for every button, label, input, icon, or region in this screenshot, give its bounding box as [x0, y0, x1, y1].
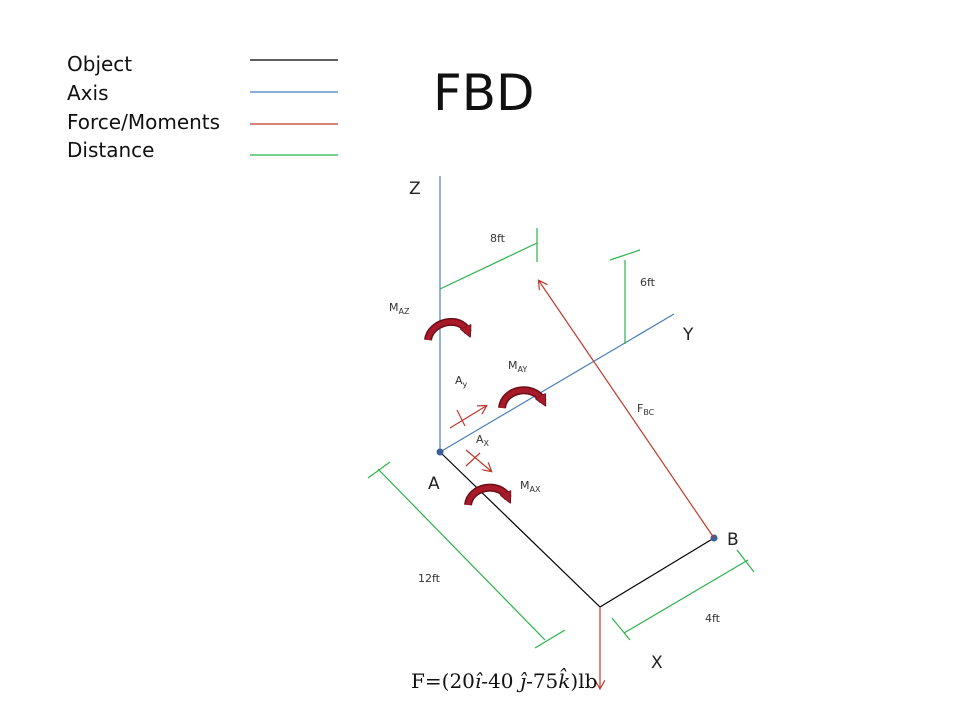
dimension-12ft-label: 12ft — [418, 572, 441, 585]
moment-maz: MAZ — [389, 301, 472, 342]
dimension-12ft-tick-start — [367, 461, 391, 479]
rod-object — [439, 451, 715, 608]
dimension-6ft-tick — [609, 249, 641, 261]
moment-max: MAX — [464, 479, 541, 507]
reaction-ax-arrow — [465, 449, 491, 471]
z-axis-label: Z — [409, 179, 421, 199]
force-equation: F=(20î-40 ĵ-75k̂)lb — [411, 667, 597, 693]
force-fbc-label: FBC — [637, 402, 655, 417]
reaction-ay-label: Ay — [455, 374, 468, 389]
x-axis-label: X — [651, 653, 663, 673]
dimension-12ft: 12ft — [367, 461, 566, 649]
reaction-ax-label: AX — [476, 433, 490, 448]
moment-maz-label: MAZ — [389, 301, 410, 316]
point-a-label: A — [428, 474, 440, 494]
dimension-6ft-label: 6ft — [640, 276, 656, 289]
moment-may-label: MAY — [508, 359, 527, 374]
legend-item-distance: Distance — [67, 138, 338, 162]
legend-item-axis: Axis — [67, 81, 338, 105]
dimension-4ft-label: 4ft — [705, 612, 721, 625]
reaction-ay-tick — [456, 409, 466, 427]
y-axis-label: Y — [682, 325, 694, 345]
reaction-ay: Ay — [449, 374, 486, 429]
dimension-12ft-tick-end — [534, 629, 566, 649]
dimension-6ft: 6ft — [609, 249, 656, 344]
legend: Object Axis Force/Moments Distance — [67, 52, 338, 162]
dimension-4ft: 4ft — [611, 549, 755, 641]
moment-max-label: MAX — [520, 479, 541, 494]
legend-label-axis: Axis — [67, 81, 109, 105]
moment-may-arc — [499, 387, 543, 409]
legend-label-distance: Distance — [67, 138, 154, 162]
dimension-8ft-label: 8ft — [490, 232, 506, 245]
reaction-ay-arrow — [449, 406, 486, 429]
legend-item-force-moments: Force/Moments — [67, 110, 338, 134]
dimension-4ft-tick-start — [611, 617, 631, 641]
force-fbc-arrow — [539, 281, 715, 539]
dimension-4ft-line — [623, 559, 749, 634]
dimension-8ft: 8ft — [439, 228, 538, 290]
point-b-label: B — [727, 530, 739, 550]
dimension-12ft-line — [377, 468, 546, 641]
reaction-ax-tick — [465, 452, 481, 467]
reaction-ax: AX — [465, 433, 491, 471]
legend-label-object: Object — [67, 52, 132, 76]
point-a-dot — [436, 448, 444, 456]
legend-label-force-moments: Force/Moments — [67, 110, 220, 134]
force-fbc: FBC — [539, 281, 715, 539]
y-axis-line — [439, 313, 675, 453]
dimension-8ft-line — [439, 242, 538, 290]
moment-maz-arc — [425, 319, 468, 341]
moment-max-arc — [465, 485, 508, 506]
legend-item-object: Object — [67, 52, 338, 76]
dimension-4ft-tick-end — [736, 549, 755, 573]
moment-may: MAY — [498, 359, 547, 409]
page-title: FBD — [433, 64, 535, 122]
